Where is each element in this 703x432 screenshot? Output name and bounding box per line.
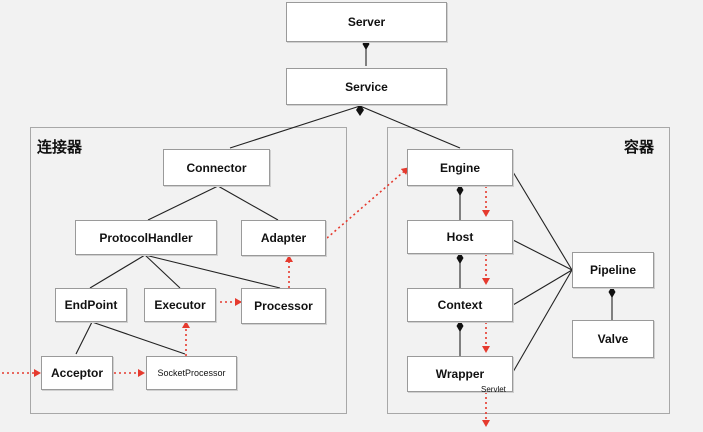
node-server: Server [286, 2, 447, 42]
node-valve: Valve [572, 320, 654, 358]
node-context: Context [407, 288, 513, 322]
node-endpoint: EndPoint [55, 288, 127, 322]
edge-endpoint-socketprocessor [91, 321, 186, 355]
edge-endpoint-acceptor [75, 321, 93, 355]
node-executor: Executor [144, 288, 216, 322]
node-adapter: Adapter [241, 220, 326, 256]
diamond-context [456, 320, 464, 332]
edge-service-engine [359, 105, 461, 149]
edge-wrapper-pipeline [512, 269, 573, 373]
node-wrapper: Wrapper [407, 356, 513, 392]
solid-edges [75, 42, 613, 373]
container-panel-title: 容器 [624, 138, 655, 156]
edge-connector-protocolhandler [147, 185, 219, 221]
node-connector: Connector [163, 149, 270, 186]
diamond-host [456, 252, 464, 264]
diamond-engine [456, 184, 464, 196]
edge-protocolhandler-endpoint [89, 254, 146, 289]
node-acceptor: Acceptor [41, 356, 113, 390]
servlet-label: Servlet [481, 385, 506, 394]
node-pipeline: Pipeline [572, 252, 654, 288]
node-processor: Processor [241, 288, 326, 324]
diamond-pipeline [608, 286, 616, 298]
flow-adapter-engine [326, 167, 409, 239]
edge-protocolhandler-executor [144, 254, 181, 289]
edge-host-pipeline [512, 239, 573, 271]
node-host: Host [407, 220, 513, 254]
edge-context-pipeline [512, 269, 573, 306]
node-protocol-handler: ProtocolHandler [75, 220, 217, 255]
edge-service-connector [229, 105, 361, 149]
edge-connector-adapter [217, 185, 279, 221]
request-flow-edges [2, 167, 490, 427]
node-engine: Engine [407, 149, 513, 186]
diamond-service [356, 104, 364, 116]
node-socket-processor: SocketProcessor [146, 356, 237, 390]
node-service: Service [286, 68, 447, 105]
connector-panel-title: 连接器 [37, 138, 83, 156]
edge-protocolhandler-processor [144, 254, 281, 289]
edge-engine-pipeline [512, 171, 573, 271]
